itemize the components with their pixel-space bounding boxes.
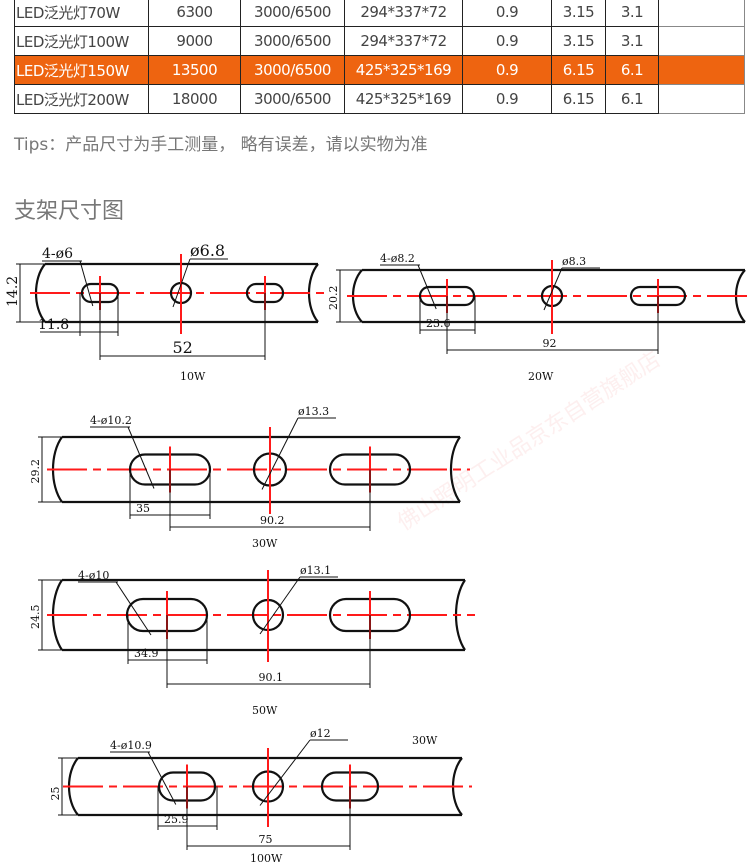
- hole-callout: ø12: [310, 727, 331, 740]
- blank-cell: [658, 0, 745, 27]
- slot-leader: [147, 751, 177, 805]
- drawing-title: 20W: [528, 370, 554, 383]
- section-title: 支架尺寸图: [14, 199, 125, 224]
- slot-width-label: 35: [136, 502, 150, 515]
- spacing-label: 75: [259, 833, 273, 846]
- slot-width-label: 34.9: [134, 647, 159, 660]
- drawing-title: 50W: [252, 704, 278, 717]
- drawing-100W: 25 25.9 75 4-ø10.9 ø12 100W 30W: [49, 727, 472, 865]
- hole-callout: ø6.8: [190, 241, 225, 260]
- cell-gross: 6.15: [551, 84, 606, 114]
- spacing-label: 90.1: [259, 671, 284, 684]
- cell-size: 294*337*72: [344, 26, 463, 56]
- hole-leader: [261, 417, 299, 490]
- hole-callout: ø13.3: [298, 405, 329, 418]
- height-dim-label: 25: [49, 787, 62, 801]
- slot-callout: 4-ø10.2: [90, 414, 132, 427]
- drawing-10W: 14.2 11.8 52 4-ø6 ø6.8 10W: [5, 241, 328, 383]
- slot-callout: 4-ø6: [42, 246, 73, 262]
- spacing-label: 52: [173, 338, 193, 357]
- slot-callout: 4-ø10.9: [110, 739, 152, 752]
- slot-leader: [79, 260, 94, 307]
- cell-net: 6.1: [605, 55, 659, 85]
- cell-pf: 0.9: [462, 55, 552, 85]
- blank-cell: [658, 26, 745, 56]
- cell-cct: 3000/6500: [240, 55, 345, 85]
- height-dim-label: 29.2: [29, 459, 42, 484]
- hole-leader: [172, 258, 191, 308]
- hole-callout: ø13.1: [300, 564, 331, 577]
- height-dim-label: 14.2: [5, 276, 21, 307]
- cell-net: 3.1: [605, 0, 659, 27]
- cell-net: 3.1: [605, 26, 659, 56]
- slot-leader: [115, 581, 152, 636]
- cell-lumen: 13500: [148, 55, 241, 85]
- blank-cell: [658, 84, 745, 114]
- drawing-20W: 20.2 23.6 92 4-ø8.2 ø8.3 20W: [327, 252, 750, 383]
- drawing-title: 100W: [250, 852, 283, 865]
- cell-cct: 3000/6500: [240, 0, 345, 27]
- cell-cct: 3000/6500: [240, 84, 345, 114]
- hole-leader: [543, 267, 563, 311]
- spacing-label: 90.2: [260, 514, 285, 527]
- cell-net: 6.1: [605, 84, 659, 114]
- cell-cct: 3000/6500: [240, 26, 345, 56]
- slot-width-label: 25.9: [164, 813, 189, 826]
- extra-label: 30W: [412, 734, 438, 747]
- cell-size: 425*325*169: [344, 84, 463, 114]
- cell-model: LED泛光灯150W: [14, 55, 149, 85]
- cell-size: 425*325*169: [344, 55, 463, 85]
- slot-width-label: 23.6: [426, 317, 451, 330]
- hole-leader: [259, 576, 301, 635]
- cell-lumen: 18000: [148, 84, 241, 114]
- strip-break-end: [450, 436, 461, 503]
- hole-callout: ø8.3: [562, 255, 586, 268]
- drawing-50W: 24.5 34.9 90.1 4-ø10 ø13.1 50W: [29, 564, 475, 717]
- drawing-30W: 29.2 35 90.2 4-ø10.2 ø13.3 30W: [29, 405, 470, 550]
- slot-leader: [127, 426, 155, 489]
- cell-model: LED泛光灯70W: [14, 0, 149, 27]
- drawing-title: 30W: [252, 537, 278, 550]
- height-dim-label: 20.2: [327, 286, 340, 311]
- slot-callout: 4-ø8.2: [380, 252, 415, 265]
- slot-callout: 4-ø10: [78, 569, 109, 582]
- cell-model: LED泛光灯200W: [14, 84, 149, 114]
- cell-model: LED泛光灯100W: [14, 26, 149, 56]
- drawing-title: 10W: [180, 370, 206, 383]
- cell-pf: 0.9: [462, 84, 552, 114]
- blank-cell: [658, 55, 745, 85]
- slot-width-label: 11.8: [38, 317, 69, 333]
- height-dim-label: 24.5: [29, 605, 42, 630]
- hole-leader: [259, 739, 311, 806]
- slot-leader: [417, 264, 437, 310]
- tips-note: Tips：产品尺寸为手工测量， 略有误差，请以实物为准: [14, 135, 428, 155]
- spacing-label: 92: [543, 337, 557, 350]
